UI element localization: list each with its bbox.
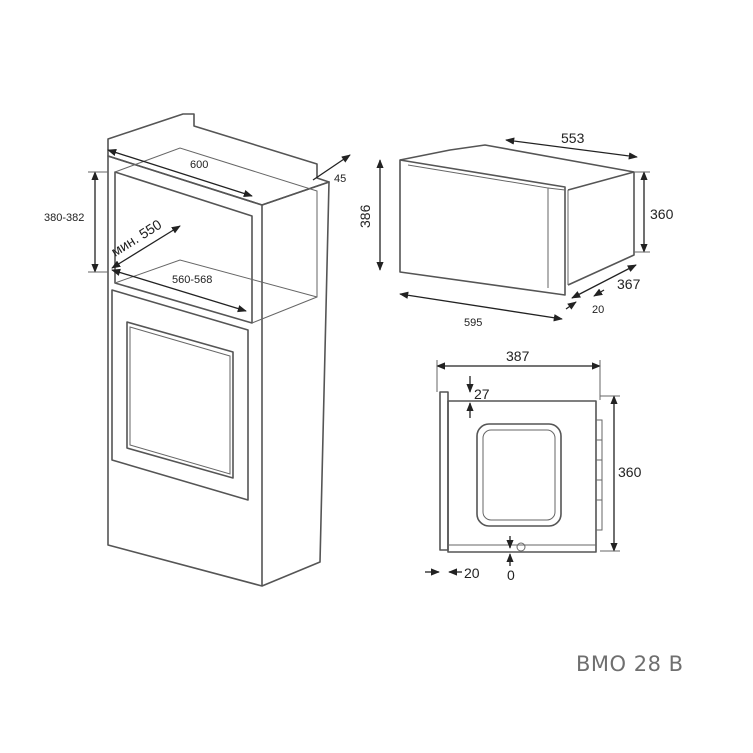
appliance-drawing: [399, 144, 635, 296]
appliance-body-height-label: 360: [650, 206, 674, 222]
appliance-dimensions: [376, 137, 650, 322]
cabinet-dimensions: [88, 149, 351, 313]
side-view-dimensions: [425, 360, 620, 576]
side-front-offset-label: 20: [464, 565, 480, 581]
appliance-front-height-label: 386: [357, 204, 373, 228]
appliance-front-width-label: 595: [464, 317, 482, 329]
side-height-label: 360: [618, 464, 642, 480]
appliance-frame-offset-label: 20: [592, 304, 604, 316]
appliance-body-depth-label: 367: [617, 276, 641, 292]
side-depth-label: 387: [506, 348, 530, 364]
appliance-depth-label: 553: [561, 130, 585, 146]
side-bottom-offset-label: 0: [507, 567, 515, 583]
model-name: BMO 28 B: [576, 652, 684, 676]
side-top-offset-label: 27: [474, 386, 490, 402]
cabinet-width-label: 600: [190, 159, 208, 171]
side-view-drawing: [439, 391, 603, 553]
cabinet-niche-height-label: 380-382: [44, 212, 84, 224]
cabinet-side-gap-label: 45: [334, 173, 346, 185]
cabinet-inner-width-label: 560-568: [172, 274, 212, 286]
